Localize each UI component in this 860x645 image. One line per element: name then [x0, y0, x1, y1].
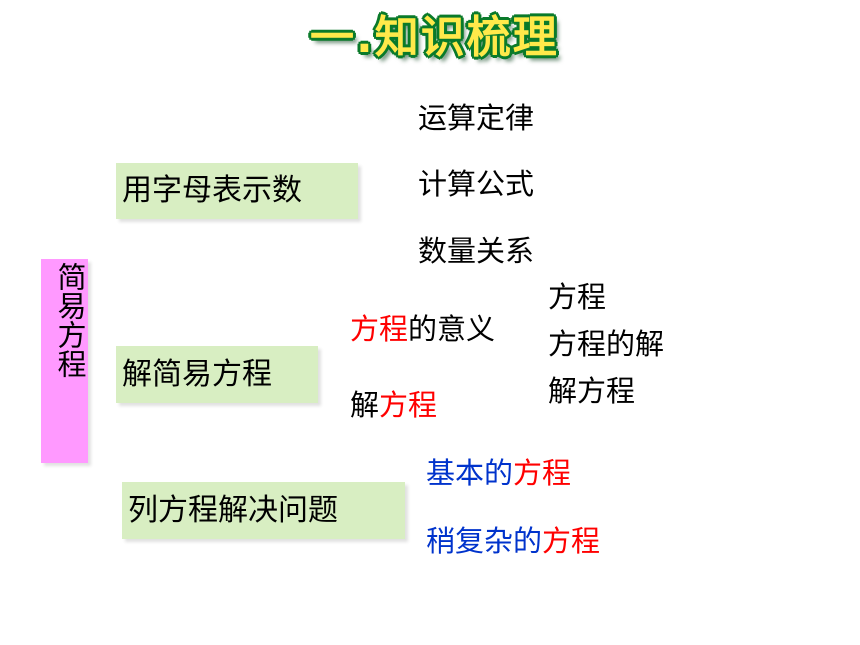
sub-item-equation: 方程 — [548, 280, 607, 314]
page-title: 一.知识梳理 — [310, 12, 559, 63]
item-formulas: 计算公式 — [418, 167, 535, 201]
sub-item-equation-solution: 方程的解 — [548, 327, 665, 361]
complex-word: 稍复杂的 — [426, 524, 543, 558]
sub-item-solving: 解方程 — [548, 374, 636, 408]
item-solve-equation: 解方程 — [350, 391, 437, 420]
branch-solve-box: 解简易方程 — [116, 346, 318, 403]
side-label-box — [41, 259, 88, 463]
basic-word: 基本的 — [426, 456, 514, 490]
item-complex-equation: 稍复杂的方程 — [426, 527, 600, 556]
branch-apply-box: 列方程解决问题 — [122, 482, 405, 539]
equation-word: 方程 — [542, 524, 601, 558]
side-label: 简易方程 — [53, 262, 87, 378]
meaning-word: 的意义 — [408, 312, 496, 346]
branch-apply-label: 列方程解决问题 — [128, 492, 338, 528]
equation-word: 方程 — [379, 388, 438, 422]
item-quantity-relations: 数量关系 — [418, 234, 535, 268]
equation-word: 方程 — [513, 456, 572, 490]
item-operation-laws: 运算定律 — [418, 101, 535, 135]
equation-word: 方程 — [350, 312, 409, 346]
branch-letters-label: 用字母表示数 — [122, 173, 302, 208]
item-equation-meaning: 方程的意义 — [350, 315, 495, 344]
solve-word: 解 — [350, 388, 380, 422]
item-basic-equation: 基本的方程 — [426, 459, 571, 488]
branch-solve-label: 解简易方程 — [122, 356, 272, 392]
branch-letters-box: 用字母表示数 — [116, 163, 358, 219]
